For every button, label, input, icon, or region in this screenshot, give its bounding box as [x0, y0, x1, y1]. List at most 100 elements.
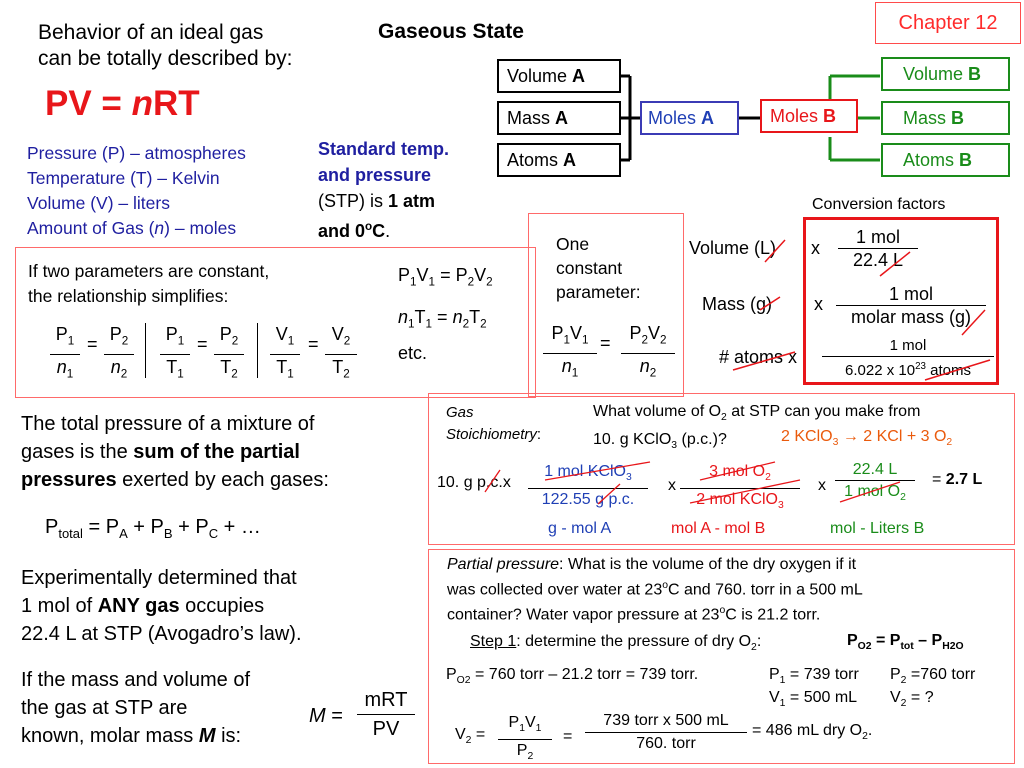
dalton-line-2b: sum of the partial — [133, 441, 300, 463]
variable-pressure: Pressure (P) – atmospheres — [27, 143, 246, 163]
volume-b-label: Volume B — [903, 63, 982, 84]
molar-mass-line-3: known, molar mass M is: — [21, 722, 250, 750]
v2-equation-lhs: V2 = — [455, 726, 486, 747]
partial-q1-text: : What is the volume of the dry oxygen i… — [559, 556, 857, 573]
partial-q3a: container? Water vapor pressure at 23 — [447, 606, 720, 624]
one-param-line-3: parameter: — [556, 282, 641, 302]
molar-mass-den: PV — [372, 718, 400, 740]
molar-mass-line-2: the gas at STP are — [21, 697, 188, 719]
po2-calc-text: = 760 torr – 21.2 torr = 739 torr. — [475, 666, 699, 683]
atoms-den-base: 6.022 x 10 — [845, 362, 916, 379]
gas-stoich-label: Gas Stoichiometry: — [446, 402, 541, 446]
mass-factor-x: x — [814, 294, 823, 314]
law-pv: PV = — [45, 84, 132, 123]
moles-a-box: Moles A — [640, 101, 739, 135]
variable-volume: Volume (V) – liters — [27, 193, 170, 213]
two-params-line-1: If two parameters are constant, — [28, 261, 270, 281]
atoms-factor-num: 1 mol — [822, 336, 994, 357]
v2-numeric-fraction: 739 torr x 500 mL 760. torr — [585, 710, 747, 755]
dalton-line-3b: exerted by each gases: — [116, 469, 329, 491]
etc-label: etc. — [398, 343, 428, 363]
v2-equation-eq: = — [563, 728, 573, 745]
stoich-x-2: x — [818, 477, 826, 494]
stoich-cancel-marks — [484, 461, 901, 505]
stoich-result-eq: = — [932, 471, 946, 488]
intro-line-2: can be totally described by: — [38, 47, 293, 70]
stp-deg: o — [365, 220, 373, 233]
law-rt: RT — [152, 84, 200, 123]
chapter-label: Chapter 12 — [875, 2, 1021, 44]
mass-a-box: Mass A — [497, 101, 621, 135]
page-title: Gaseous State — [378, 20, 524, 43]
conversion-title: Conversion factors — [812, 196, 946, 213]
stoich-x-1: x — [668, 477, 676, 494]
mass-factor-num: 1 mol — [836, 283, 986, 306]
volume-factor-den: 22.4 L — [852, 250, 904, 270]
atoms-den-exp: 23 — [915, 361, 926, 372]
partial-q2a: was collected over water at 23 — [447, 581, 663, 599]
stp-line-4: and 0oC. — [318, 214, 449, 244]
partial-q3: container? Water vapor pressure at 23oC … — [447, 605, 821, 624]
volume-factor-x: x — [811, 238, 820, 258]
step-1-line: Step 1: determine the pressure of dry O2… — [470, 633, 762, 654]
molar-mass-text: If the mass and volume of the gas at STP… — [21, 666, 250, 750]
molar-mass-is: is: — [215, 725, 242, 747]
step-label-b: mol A - mol B — [671, 520, 766, 537]
atoms-b-label: Atoms B — [903, 149, 973, 170]
avogadro-line-3: 22.4 L at STP (Avogadro’s law). — [21, 623, 302, 645]
volume-factor-fraction: 1 mol 22.4 L — [838, 226, 918, 271]
dry-pressure-rule: PO2 = Ptot – PH2O — [847, 632, 964, 653]
mass-factor-fraction: 1 mol molar mass (g) — [836, 283, 986, 328]
p1-value: P1 = 739 torr — [769, 666, 859, 687]
ratio-eq-1: = — [87, 334, 98, 354]
step-1-label: Step 1 — [470, 633, 517, 650]
atoms-a-label: Atoms A — [507, 149, 577, 170]
step-1-text: : determine the pressure of dry O — [516, 633, 752, 650]
avogadro-text: Experimentally determined that 1 mol of … — [21, 564, 302, 648]
dalton-line-3: pressures exerted by each gases: — [21, 466, 329, 494]
partial-question: Partial pressure: What is the volume of … — [447, 554, 863, 626]
gas-stoich-label-2a: Stoichiometry — [446, 426, 537, 443]
dalton-line-3a: pressures — [21, 469, 117, 491]
v2-calc-num: 739 torr x 500 mL — [585, 710, 747, 733]
molar-mass-line-3a: known, molar mass — [21, 725, 199, 747]
ratio-eq-2: = — [197, 334, 208, 354]
dalton-line-2: gases is the sum of the partial — [21, 438, 329, 466]
molar-mass-num: mRT — [357, 686, 415, 715]
volume-factor-num: 1 mol — [838, 226, 918, 249]
v1-value: V1 = 500 mL — [769, 689, 858, 710]
mass-b-box: Mass B — [881, 101, 1010, 135]
partial-q1: Partial pressure: What is the volume of … — [447, 554, 863, 575]
nt-law: n1T1 = n2T2 — [398, 307, 487, 331]
gas-stoich-colon: : — [536, 426, 542, 443]
v2-value: V2 = ? — [890, 689, 934, 710]
v2-answer: = 486 mL dry O2. — [752, 722, 873, 743]
avogadro-line-2: 1 mol of ANY gas occupies — [21, 592, 302, 620]
intro-line-1: Behavior of an ideal gas — [38, 21, 264, 44]
two-params-line-2: the relationship simplifies: — [28, 286, 229, 306]
intro-text: Behavior of an ideal gas can be totally … — [38, 20, 292, 72]
gas-stoich-label-2: Stoichiometry: — [446, 424, 541, 446]
molar-mass-lhs: M = — [309, 705, 343, 727]
one-param-line-2: constant — [556, 258, 623, 278]
atoms-b-box: Atoms B — [881, 143, 1010, 177]
step-1-colon: : — [756, 633, 762, 650]
variable-amount: Amount of Gas (n) – moles — [27, 218, 237, 238]
two-params-text: If two parameters are constant, the rela… — [28, 259, 269, 309]
stp-line-3: (STP) is 1 atm — [318, 188, 449, 214]
atoms-a-box: Atoms A — [497, 143, 621, 177]
po2-calculation: PO2 = 760 torr – 21.2 torr = 739 torr. — [446, 666, 699, 687]
gas-stoich-question: What volume of O2 at STP can you make fr… — [593, 401, 920, 457]
dalton-line-1: The total pressure of a mixture of — [21, 413, 315, 435]
step-label-c: mol - Liters B — [830, 520, 925, 537]
molar-mass-fraction: mRT PV — [357, 686, 415, 743]
stp-c: C — [372, 221, 386, 241]
